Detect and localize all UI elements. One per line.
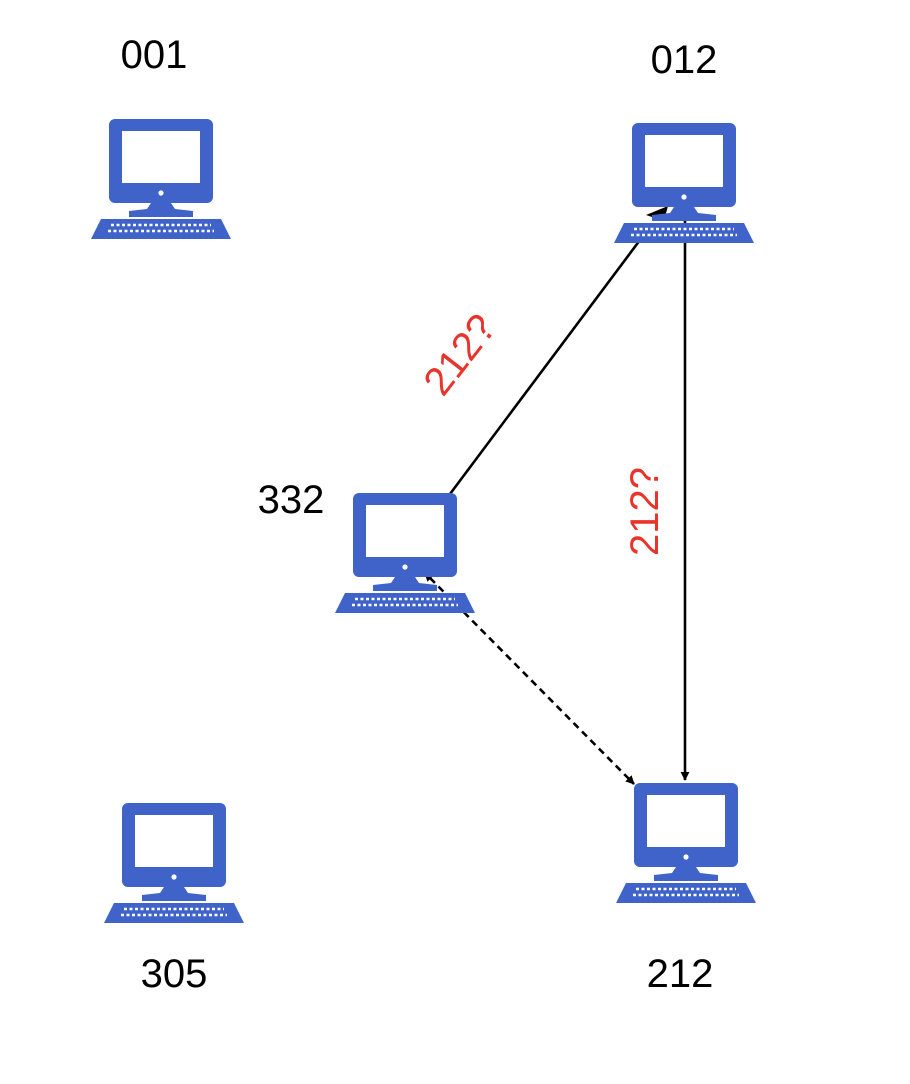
node-001: 001 xyxy=(89,33,233,241)
node-label-212: 212 xyxy=(647,952,714,996)
node-label-012: 012 xyxy=(651,38,718,82)
node-label-001: 001 xyxy=(121,33,188,77)
node-label-305: 305 xyxy=(141,952,208,996)
desktop-computer-icon xyxy=(89,117,233,241)
desktop-computer-icon xyxy=(612,121,756,245)
node-212: 212 xyxy=(614,781,758,996)
node-label-332: 332 xyxy=(258,478,325,522)
desktop-computer-icon xyxy=(333,491,477,615)
edge-label-012-212: 212? xyxy=(623,467,667,556)
edge-012-to-332 xyxy=(448,239,642,495)
edge-label-012-332: 212? xyxy=(415,306,504,403)
desktop-computer-icon xyxy=(102,801,246,925)
node-305: 305 xyxy=(102,801,246,996)
node-332: 332 xyxy=(258,478,477,615)
desktop-computer-icon xyxy=(614,781,758,905)
node-012: 012 xyxy=(612,38,756,245)
